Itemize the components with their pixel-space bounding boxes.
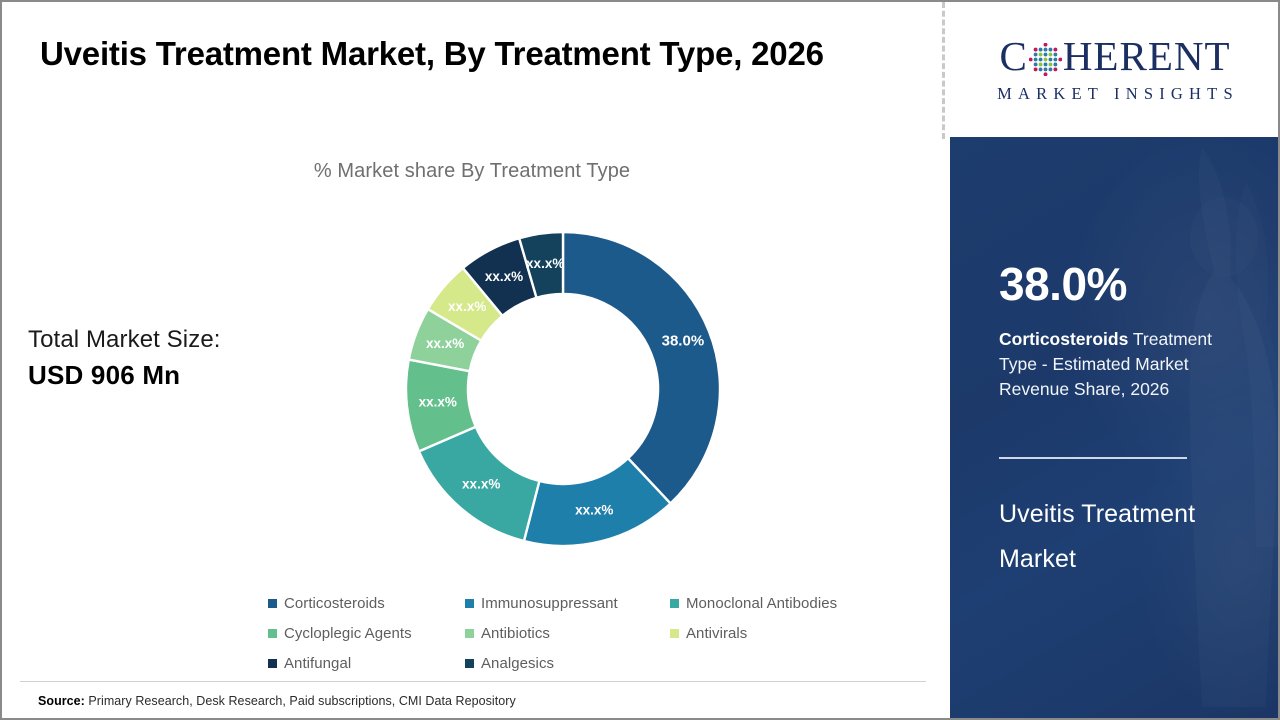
dotted-globe-svg	[1028, 42, 1063, 76]
legend-label: Analgesics	[481, 654, 555, 672]
legend-swatch-icon	[268, 658, 277, 668]
stat-description: Corticosteroids Treatment Type - Estimat…	[999, 327, 1251, 402]
total-market-size-block: Total Market Size: USD 906 Mn	[28, 324, 328, 393]
panel-background-figure	[1106, 147, 1280, 707]
legend-item[interactable]: Immunosuppressant	[465, 595, 670, 612]
legend-label: Antifungal	[284, 654, 352, 672]
legend-swatch-icon	[268, 628, 277, 638]
donut-slice-label: xx.x%	[526, 256, 564, 271]
panel-dashed-divider	[942, 2, 945, 139]
donut-slice-label: xx.x%	[419, 394, 457, 409]
source-prefix: Source:	[38, 694, 85, 708]
legend-item[interactable]: Monoclonal Antibodies	[670, 595, 870, 612]
donut-slice-label: xx.x%	[575, 503, 613, 518]
legend-label: Antibiotics	[481, 624, 550, 642]
chart-main-area: Uveitis Treatment Market, By Treatment T…	[2, 2, 943, 718]
logo-letter-c: C	[999, 32, 1028, 79]
donut-slice-label: 38.0%	[662, 332, 705, 349]
legend-item[interactable]: Corticosteroids	[268, 595, 465, 612]
donut-slice-label: xx.x%	[448, 299, 486, 314]
donut-slice-label: xx.x%	[462, 476, 500, 491]
page-title: Uveitis Treatment Market, By Treatment T…	[40, 35, 824, 72]
donut-slice-label: xx.x%	[426, 336, 464, 351]
logo-wordmark: C HERENT	[999, 32, 1231, 79]
legend-label: Immunosuppressant	[481, 594, 618, 612]
donut-chart: 38.0%xx.x%xx.x%xx.x%xx.x%xx.x%xx.x%xx.x%	[400, 224, 726, 554]
legend-item[interactable]: Analgesics	[465, 655, 670, 672]
logo-letters-herent: HERENT	[1062, 32, 1231, 79]
legend-item[interactable]: Antibiotics	[465, 625, 670, 642]
donut-slice-group	[404, 230, 722, 548]
stat-description-rest: Treatment Type - Estimated Market Revenu…	[999, 329, 1212, 400]
brand-logo: C HERENT MARKET INSIGHTS	[950, 2, 1278, 137]
side-panel: C HERENT MARKET INSIGHTS 38.0% Corticost…	[950, 2, 1280, 718]
panel-divider-rule	[999, 457, 1187, 459]
legend-swatch-icon	[670, 628, 679, 638]
dotted-globe-icon	[1028, 42, 1063, 76]
logo-tagline: MARKET INSIGHTS	[997, 83, 1239, 103]
source-line: Source: Primary Research, Desk Research,…	[38, 694, 516, 708]
legend-swatch-icon	[268, 598, 277, 608]
legend-item[interactable]: Cycloplegic Agents	[268, 625, 465, 642]
donut-label-group: 38.0%xx.x%xx.x%xx.x%xx.x%xx.x%xx.x%xx.x%	[419, 256, 705, 518]
total-market-size-label: Total Market Size:	[28, 326, 221, 353]
legend-label: Cycloplegic Agents	[284, 624, 412, 642]
stat-description-highlight: Corticosteroids	[999, 329, 1129, 349]
total-market-size-value: USD 906 Mn	[28, 360, 181, 391]
chart-subtitle: % Market share By Treatment Type	[313, 160, 631, 182]
legend-swatch-icon	[465, 658, 474, 668]
legend-swatch-icon	[465, 598, 474, 608]
donut-slice	[517, 230, 565, 300]
stat-value: 38.0%	[999, 258, 1127, 310]
source-divider	[20, 681, 926, 682]
donut-slice-label: xx.x%	[485, 269, 523, 284]
legend-swatch-icon	[670, 598, 679, 608]
legend-swatch-icon	[465, 628, 474, 638]
side-panel-body: 38.0% Corticosteroids Treatment Type - E…	[950, 137, 1280, 718]
legend-label: Antivirals	[686, 624, 748, 642]
legend-item[interactable]: Antivirals	[670, 625, 870, 642]
chart-legend: Corticosteroids Immunosuppressant Monoclon…	[268, 588, 888, 678]
legend-label: Monoclonal Antibodies	[686, 594, 838, 612]
source-text: Primary Research, Desk Research, Paid su…	[84, 694, 516, 708]
donut-chart-svg: 38.0%xx.x%xx.x%xx.x%xx.x%xx.x%xx.x%xx.x%	[404, 230, 722, 548]
legend-item[interactable]: Antifungal	[268, 655, 465, 672]
panel-footer-title: Uveitis Treatment Market	[999, 500, 1196, 573]
donut-slice	[561, 230, 722, 506]
legend-label: Corticosteroids	[284, 594, 385, 612]
